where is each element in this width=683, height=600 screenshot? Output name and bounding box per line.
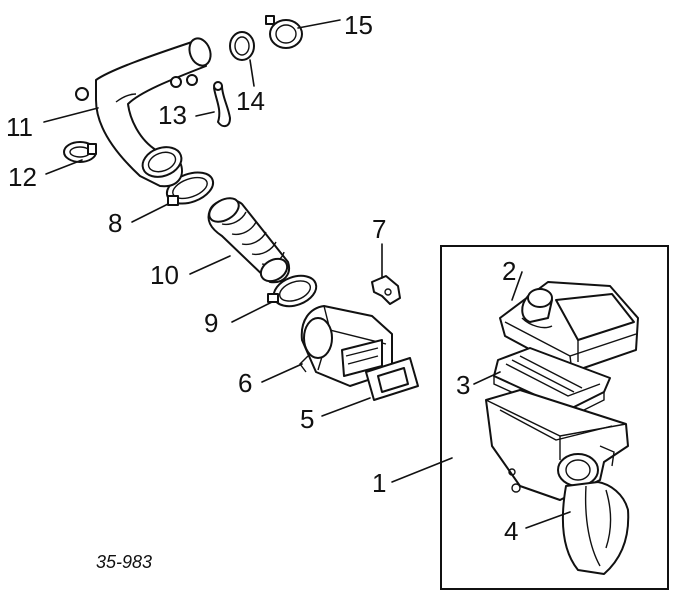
airflow-meter: [299, 305, 393, 387]
air-cleaner-case: [485, 389, 629, 501]
meter-gasket: [365, 357, 419, 401]
label-6: 6: [238, 368, 252, 398]
label-11: 11: [6, 112, 33, 142]
label-14: 14: [236, 86, 265, 116]
label-5: 5: [300, 404, 314, 434]
label-12: 12: [8, 162, 37, 192]
small-hose-13: [213, 81, 231, 128]
bellows-hose: [207, 197, 290, 284]
diagram-reference-number: 35-983: [96, 552, 152, 572]
hose-clamp-9: [267, 274, 318, 308]
label-7: 7: [372, 214, 386, 244]
label-15: 15: [344, 10, 373, 40]
air-cleaner-assembly-frame: [440, 245, 669, 590]
intake-pipe: [75, 37, 212, 188]
label-9: 9: [204, 308, 218, 338]
bracket: [371, 275, 401, 305]
label-4: 4: [504, 516, 518, 546]
label-13: 13: [158, 100, 187, 130]
label-1: 1: [372, 468, 386, 498]
hose-clamp-15: [265, 15, 303, 49]
part-labels: 1 2 3 4 5 6 7 8 9 10 11 12 13 14 15: [6, 10, 518, 546]
label-3: 3: [456, 370, 470, 400]
label-2: 2: [502, 256, 516, 286]
coupler-14: [229, 31, 255, 61]
label-8: 8: [108, 208, 122, 238]
label-10: 10: [150, 260, 179, 290]
hose-clip-12: [63, 141, 97, 163]
leader-lines: [43, 19, 571, 529]
intake-duct: [561, 481, 630, 575]
